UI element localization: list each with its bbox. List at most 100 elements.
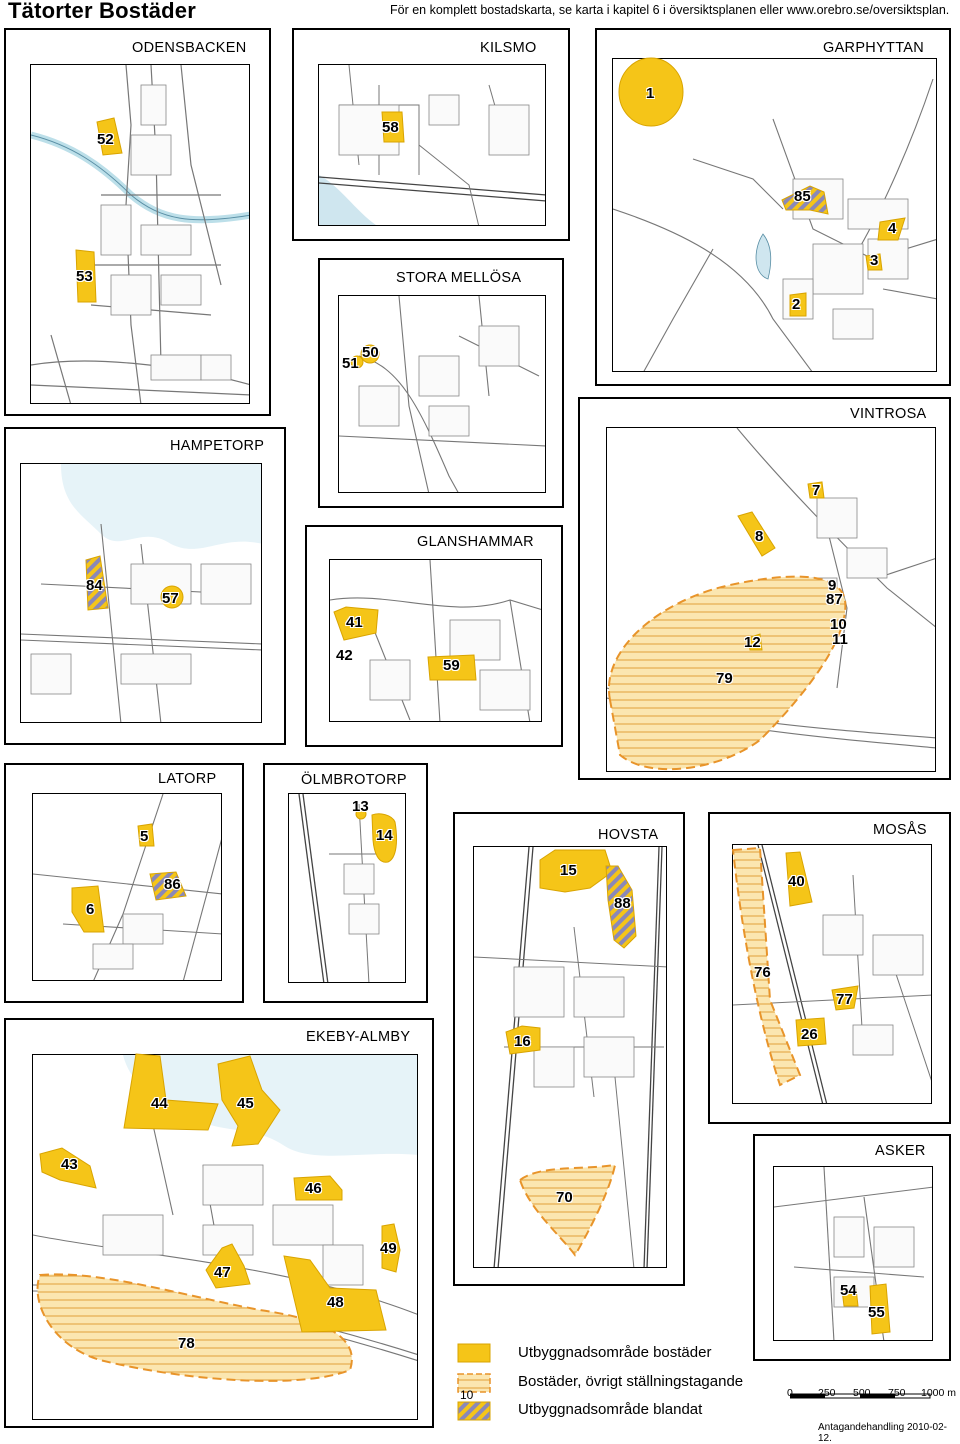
area-label[interactable]: 54: [840, 1282, 857, 1299]
area-label[interactable]: 12: [744, 634, 761, 651]
panel-title: EKEBY-ALMBY: [306, 1029, 411, 1045]
panel-mosas: MOSÅS: [708, 812, 951, 1124]
map-hampetorp[interactable]: [20, 463, 262, 723]
area-label[interactable]: 40: [788, 873, 805, 890]
panel-hampetorp: HAMPETORP: [4, 427, 286, 745]
map-graphics: [33, 794, 221, 980]
legend-hatched-label: Bostäder, övrigt ställningstagande: [518, 1373, 744, 1390]
area-label[interactable]: 10: [830, 616, 847, 633]
area-label[interactable]: 7: [812, 482, 821, 499]
area-label[interactable]: 43: [61, 1156, 78, 1173]
panel-title: KILSMO: [480, 40, 537, 56]
panel-title: VINTROSA: [850, 406, 927, 422]
legend-swatches: [457, 1343, 491, 1421]
area-label[interactable]: 16: [514, 1033, 531, 1050]
area-label[interactable]: 13: [352, 798, 369, 815]
area-label[interactable]: 11: [832, 631, 848, 648]
area-label[interactable]: 70: [556, 1189, 573, 1206]
scale-tick: 250: [818, 1387, 836, 1399]
area-label[interactable]: 87: [826, 591, 843, 608]
area-label[interactable]: 5: [140, 828, 149, 845]
area-label[interactable]: 86: [164, 876, 181, 893]
area-label[interactable]: 45: [237, 1095, 254, 1112]
panel-title: GLANSHAMMAR: [417, 534, 534, 550]
area-label[interactable]: 50: [362, 344, 379, 361]
map-olmbrotorp[interactable]: [288, 793, 406, 983]
area-label[interactable]: 58: [382, 119, 399, 136]
panel-title: ÖLMBROTORP: [301, 772, 407, 788]
map-garphyttan[interactable]: [612, 58, 937, 372]
panel-garphyttan: GARPHYTTAN: [595, 28, 951, 386]
panel-glanshammar: GLANSHAMMAR: [305, 525, 563, 747]
area-label[interactable]: 77: [836, 991, 853, 1008]
area-label[interactable]: 1: [646, 85, 655, 102]
map-kilsmo[interactable]: [318, 64, 546, 226]
area-label[interactable]: 57: [162, 590, 179, 607]
panel-title: ODENSBACKEN: [132, 40, 247, 56]
panel-title: LATORP: [158, 771, 217, 787]
map-graphics: [21, 464, 261, 722]
map-vintrosa[interactable]: [606, 427, 936, 772]
area-label[interactable]: 4: [888, 220, 897, 237]
panel-title: STORA MELLÖSA: [396, 270, 522, 286]
area-label[interactable]: 8: [755, 528, 764, 545]
panel-latorp: LATORP: [4, 763, 244, 1003]
scale-tick: 1000 m: [921, 1387, 957, 1399]
area-label[interactable]: 41: [346, 614, 363, 631]
area-label[interactable]: 3: [870, 252, 879, 269]
scale-tick: 0: [787, 1387, 793, 1399]
page-note: För en komplett bostadskarta, se karta i…: [390, 3, 950, 17]
area-label[interactable]: 52: [97, 131, 114, 148]
area-label[interactable]: 51: [342, 355, 359, 372]
map-graphics: [474, 847, 666, 1267]
panel-olmbrotorp: ÖLMBROTORP: [263, 763, 428, 1003]
panel-title: MOSÅS: [873, 822, 927, 838]
map-graphics: [298, 794, 389, 982]
area-label[interactable]: 55: [868, 1304, 885, 1321]
legend-built-label: Utbyggnadsområde bostäder: [518, 1344, 712, 1361]
area-label[interactable]: 46: [305, 1180, 322, 1197]
panel-odensbacken: ODENSBACKEN: [4, 28, 271, 416]
panel-title: HAMPETORP: [170, 438, 265, 454]
map-stora-mellosa[interactable]: [338, 295, 546, 493]
map-asker[interactable]: [773, 1166, 933, 1341]
area-label[interactable]: 53: [76, 268, 93, 285]
area-label[interactable]: 84: [86, 577, 103, 594]
map-graphics: [31, 65, 249, 403]
area-label[interactable]: 48: [327, 1294, 344, 1311]
area-label[interactable]: 42: [336, 647, 353, 664]
panel-title: ASKER: [875, 1143, 926, 1159]
area-label[interactable]: 2: [792, 296, 801, 313]
map-graphics: [339, 296, 545, 492]
map-graphics: [613, 78, 936, 371]
footer-note: Antagandehandling 2010-02-12.: [818, 1422, 947, 1444]
panel-kilsmo: KILSMO: [292, 28, 570, 241]
area-label[interactable]: 88: [614, 895, 631, 912]
area-label[interactable]: 78: [178, 1335, 195, 1352]
map-glanshammar[interactable]: [329, 559, 542, 722]
area-label[interactable]: 15: [560, 862, 577, 879]
area-label[interactable]: 85: [794, 188, 811, 205]
area-label[interactable]: 49: [380, 1240, 397, 1257]
area-label[interactable]: 59: [443, 657, 460, 674]
page-title: Tätorter Bostäder: [8, 0, 196, 23]
panel-title: HOVSTA: [598, 827, 659, 843]
map-graphics: [607, 428, 935, 749]
area-label[interactable]: 79: [716, 670, 733, 687]
area-label[interactable]: 26: [801, 1026, 818, 1043]
panel-ekeby-almby: EKEBY-ALMBY: [4, 1018, 434, 1428]
panel-title: GARPHYTTAN: [823, 40, 925, 56]
map-odensbacken[interactable]: [30, 64, 250, 404]
map-ekeby-almby[interactable]: [32, 1054, 418, 1420]
map-graphics: [33, 1055, 417, 1361]
area-label[interactable]: 9: [828, 577, 837, 594]
map-latorp[interactable]: [32, 793, 222, 981]
area-label[interactable]: 76: [754, 964, 771, 981]
area-label[interactable]: 47: [214, 1264, 231, 1281]
scale-tick: 500: [853, 1387, 871, 1399]
area-label[interactable]: 44: [151, 1095, 168, 1112]
scale-tick: 750: [888, 1387, 906, 1399]
area-label[interactable]: 6: [86, 901, 95, 918]
panel-asker: ASKER: [753, 1134, 951, 1361]
area-label[interactable]: 14: [376, 827, 393, 844]
